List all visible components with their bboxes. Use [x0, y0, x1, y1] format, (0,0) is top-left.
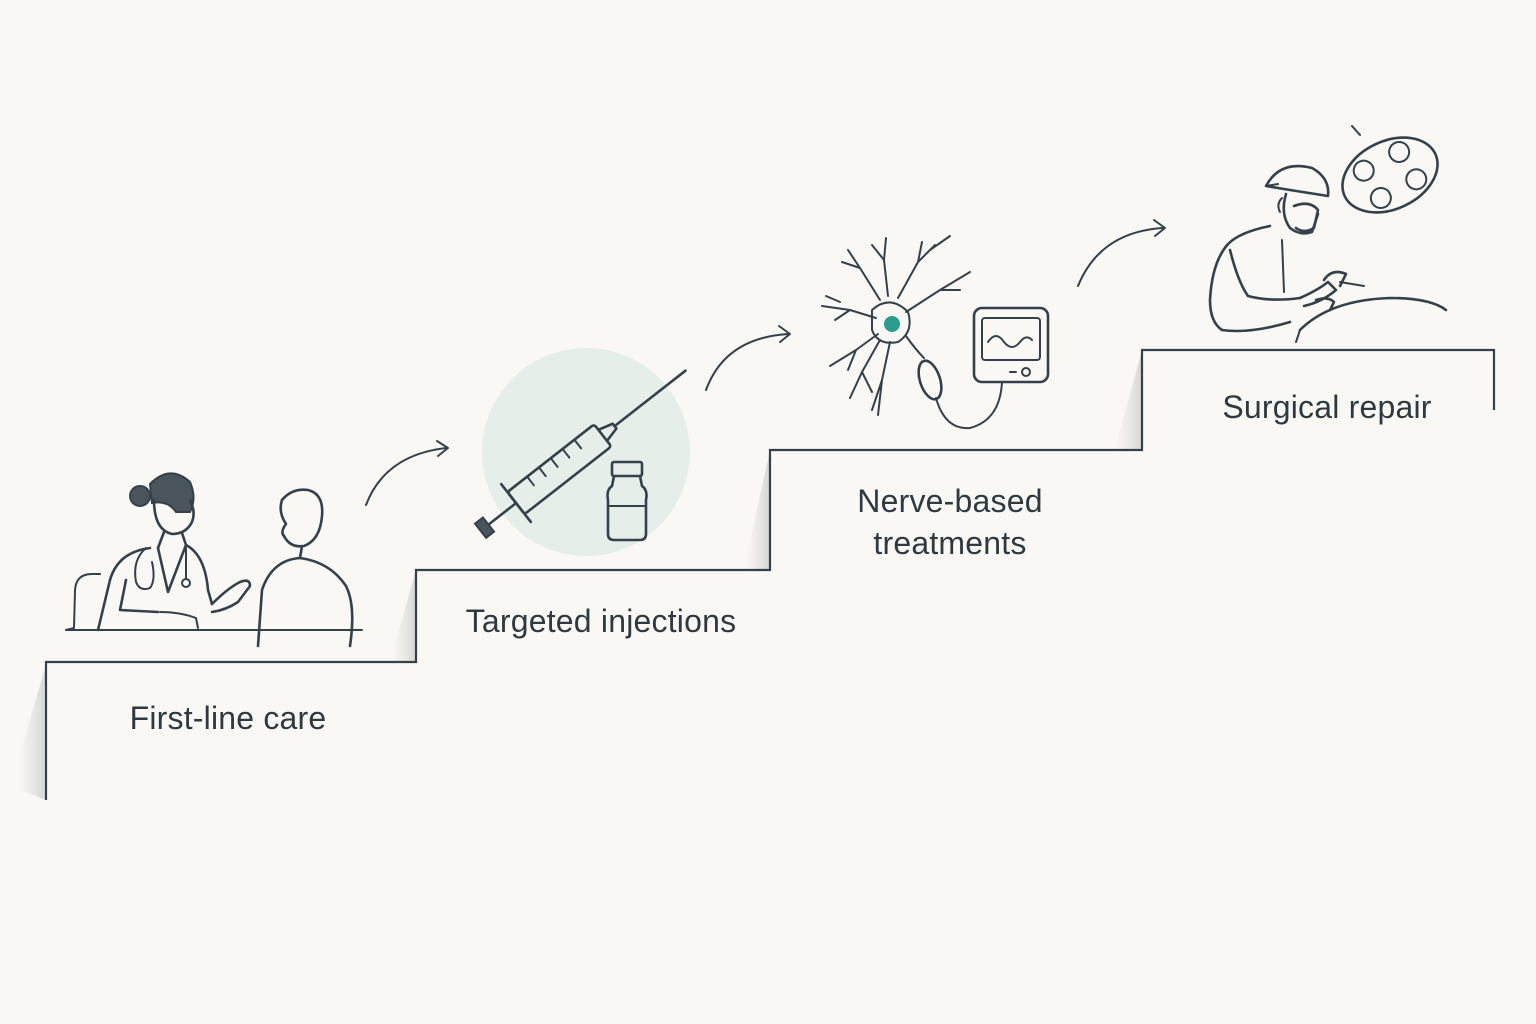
step-label-surgical-repair: Surgical repair [1222, 389, 1432, 425]
doctor-consultation-icon [65, 472, 363, 648]
arrow-icon-1 [365, 440, 449, 506]
neuron-nucleus [884, 316, 900, 332]
neuron-stimulator-icon [821, 235, 1050, 430]
step-label-targeted-injections: Targeted injections [465, 603, 737, 639]
arrow-icon-2 [705, 325, 791, 391]
syringe-vial-icon [473, 348, 690, 556]
progress-arrows [365, 219, 1166, 506]
staircase-outline [44, 348, 1496, 800]
surgical-lamp-icon [1341, 136, 1439, 214]
halo-circle [482, 348, 690, 556]
stair-riser-shadows [18, 350, 1142, 800]
arrow-icon-3 [1077, 219, 1166, 287]
surgeon-icon [1208, 125, 1448, 343]
step-label-first-line-care: First-line care [129, 700, 327, 736]
step-label-nerve-based-treatments: Nerve-based treatments [857, 483, 1043, 561]
